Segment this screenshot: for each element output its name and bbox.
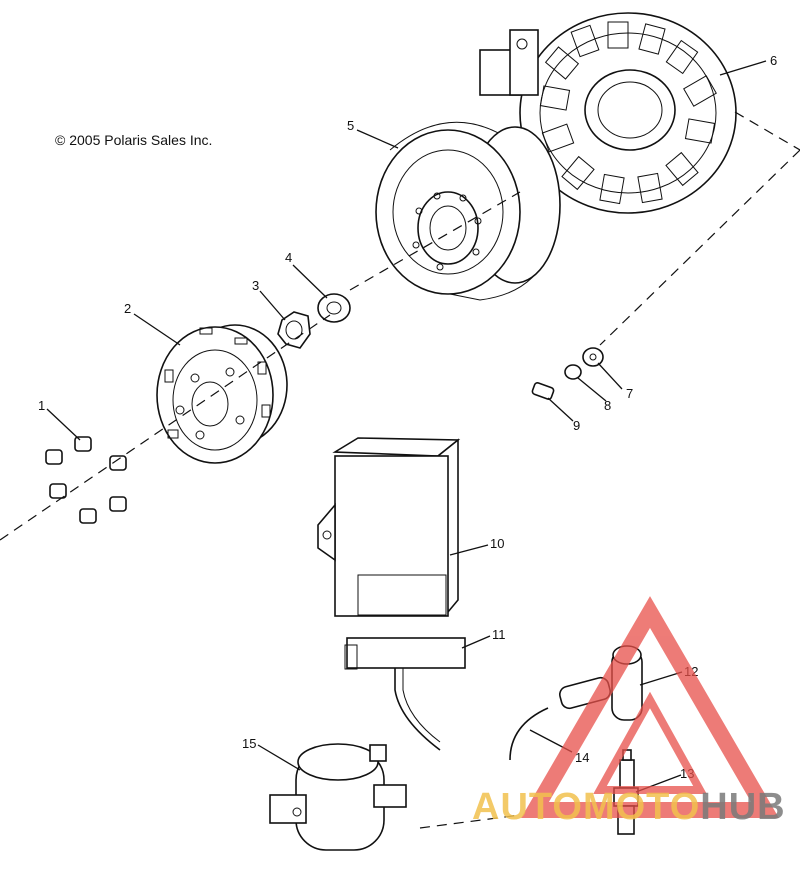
label-part-11: 11 <box>492 627 506 642</box>
nut-part-3 <box>277 311 311 349</box>
label-part-1: 1 <box>38 398 45 413</box>
ignition-coil-part-15 <box>269 743 407 851</box>
label-part-9: 9 <box>573 418 580 433</box>
label-part-4: 4 <box>285 250 292 265</box>
copyright-notice: © 2005 Polaris Sales Inc. <box>55 132 213 148</box>
label-part-14: 14 <box>575 750 589 765</box>
lockwasher-part-8 <box>564 364 582 380</box>
watermark-brand-b: HUB <box>700 786 786 828</box>
label-part-6: 6 <box>770 53 777 68</box>
connector-part-11 <box>344 637 466 751</box>
watermark-logo <box>521 596 779 818</box>
label-part-15: 15 <box>242 736 256 751</box>
starter-cup-part-2 <box>156 324 288 464</box>
washer-part-4 <box>317 293 351 323</box>
ignition-lead-part-14 <box>509 707 549 761</box>
label-part-3: 3 <box>252 278 259 293</box>
washer-part-7 <box>582 347 604 367</box>
screw-part-9 <box>531 381 555 401</box>
label-part-10: 10 <box>490 536 504 551</box>
flywheel-part-5 <box>375 121 561 301</box>
label-part-8: 8 <box>604 398 611 413</box>
label-part-5: 5 <box>347 118 354 133</box>
cdi-module-part-10 <box>317 437 461 617</box>
watermark-brand-a: AUTOMOTO <box>472 786 701 828</box>
watermark-brand: AUTOMOTOHUB <box>472 786 786 829</box>
bolts-part-1 <box>45 436 127 524</box>
assembly-lines <box>0 111 800 829</box>
label-part-7: 7 <box>626 386 633 401</box>
stator-part-6 <box>479 12 737 214</box>
label-part-2: 2 <box>124 301 131 316</box>
